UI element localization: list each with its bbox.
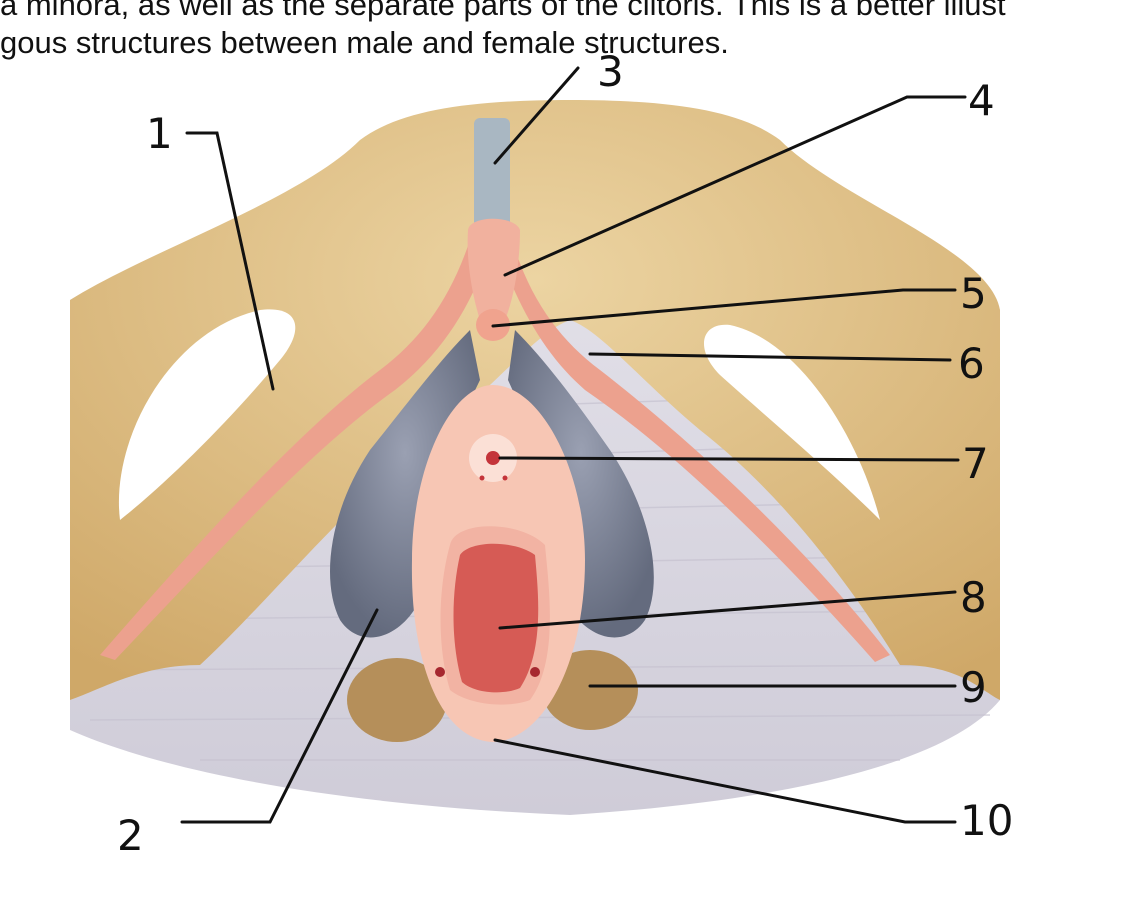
gland-duct-right: [530, 667, 540, 677]
vaginal-orifice-inner: [453, 543, 539, 693]
leader-line-3: [493, 66, 580, 165]
obturator-foramen-left: [118, 309, 296, 520]
gland-duct-left: [435, 667, 445, 677]
paraurethral-duct-left: [479, 475, 485, 481]
crus-right: [498, 240, 890, 662]
label-2: 2: [117, 811, 144, 860]
label-7: 7: [962, 439, 989, 488]
label-8: 8: [960, 573, 987, 622]
label-9: 9: [960, 663, 987, 712]
leader-line-7: [498, 456, 960, 462]
leader-line-5: [491, 288, 957, 328]
pubic-symphysis: [474, 118, 510, 228]
pubic-bone: [70, 100, 1000, 700]
crus-left: [100, 240, 490, 660]
vestibular-bulb-left: [330, 330, 480, 638]
leader-line-6: [588, 352, 952, 362]
caption: a minora, as well as the separate parts …: [0, 0, 1142, 62]
leader-lines: [180, 66, 967, 824]
urethral-orifice: [486, 451, 500, 465]
label-5: 5: [960, 269, 987, 318]
label-4: 4: [968, 76, 995, 125]
caption-line-2: gous structures between male and female …: [0, 25, 729, 60]
label-10: 10: [960, 796, 1013, 845]
label-6: 6: [958, 339, 985, 388]
leader-line-1: [185, 131, 275, 391]
label-1: 1: [146, 109, 173, 158]
label-3: 3: [597, 47, 624, 96]
leader-line-4: [503, 95, 967, 277]
paraurethral-duct-right: [502, 475, 508, 481]
leader-line-2: [180, 608, 379, 824]
clitoris-body: [467, 218, 520, 320]
leader-line-10: [493, 738, 957, 824]
obturator-foramen-right: [703, 324, 880, 520]
vestibular-bulb-right: [508, 330, 654, 638]
leader-line-8: [498, 590, 957, 630]
vestibular-gland-left: [347, 658, 447, 742]
caption-line-1: a minora, as well as the separate parts …: [0, 0, 1006, 22]
